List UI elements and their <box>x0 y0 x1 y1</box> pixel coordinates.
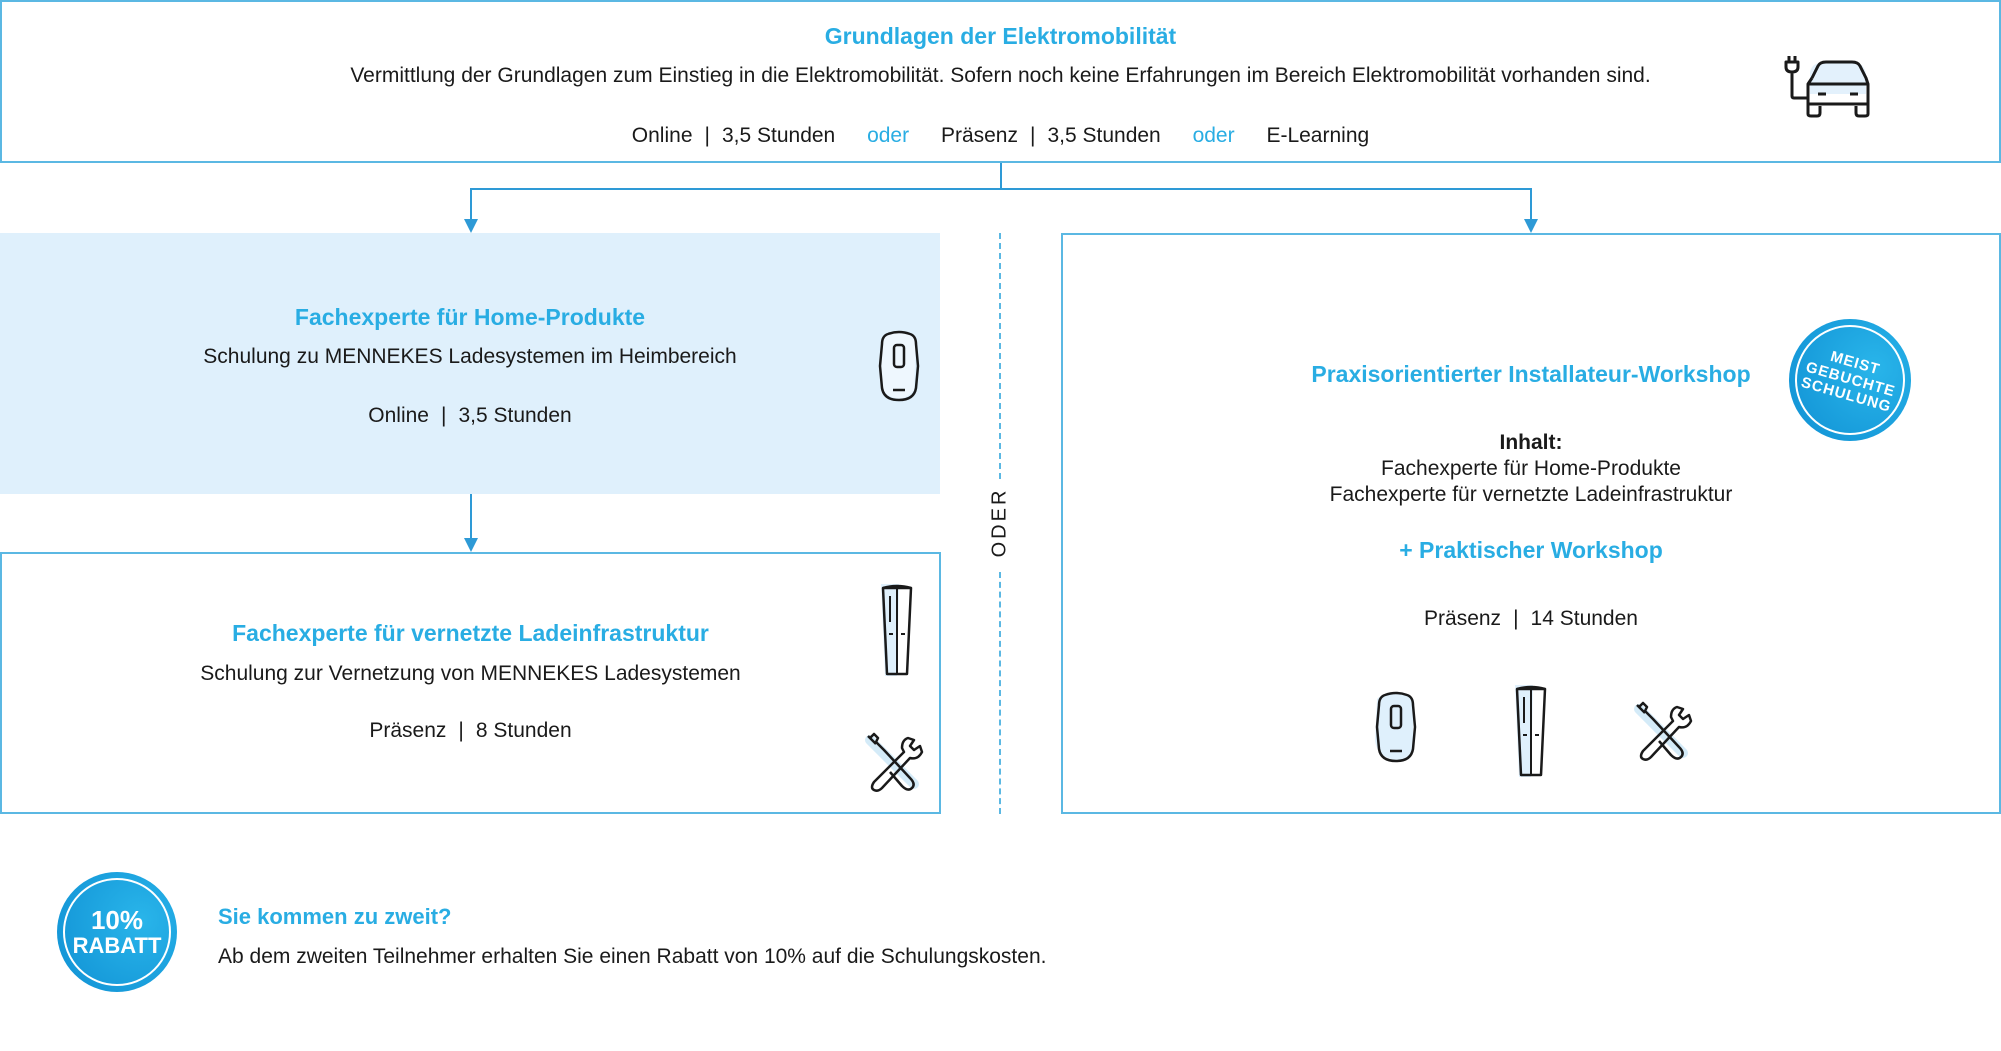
workshop-extra: + Praktischer Workshop <box>1399 537 1663 563</box>
workshop-content-item: Fachexperte für Home-Produkte <box>1381 457 1681 480</box>
electric-car-icon <box>1784 56 1870 118</box>
workshop-content-item: Fachexperte für vernetzte Ladeinfrastruk… <box>1329 483 1733 506</box>
home-products-description: Schulung zu MENNEKES Ladesystemen im Hei… <box>203 345 737 368</box>
format-mode: Präsenz <box>940 124 1018 147</box>
format-mode: Präsenz <box>1424 607 1502 630</box>
connector-line <box>1530 188 1532 220</box>
workshop-content-label: Inhalt: <box>1499 431 1563 454</box>
separator: | <box>458 719 464 742</box>
charging-column-icon <box>1515 685 1547 777</box>
separator: | <box>440 404 447 427</box>
format-mode: E-Learning <box>1266 124 1370 147</box>
workshop-format: Präsenz | 14 Stunden <box>1063 607 1999 631</box>
wallbox-icon <box>1375 691 1417 763</box>
badge-ring <box>1795 325 1905 435</box>
arrow-down-icon <box>464 219 478 233</box>
arrow-down-icon <box>1524 219 1538 233</box>
discount-title: Sie kommen zu zweit? <box>218 904 452 929</box>
connector-line <box>470 494 472 540</box>
format-duration: 3,5 Stunden <box>1047 124 1161 147</box>
connector-oder: oder <box>1192 124 1235 147</box>
format-duration: 14 Stunden <box>1530 607 1638 630</box>
format-mode: Online <box>631 124 693 147</box>
format-duration: 3,5 Stunden <box>458 404 572 427</box>
intro-course-title: Grundlagen der Elektromobilität <box>824 23 1177 49</box>
wallbox-icon <box>878 330 920 402</box>
divider-label-text: ODER <box>988 487 1011 557</box>
workshop-box: Praxisorientierter Installateur-Workshop… <box>1061 233 2001 814</box>
home-products-format: Online | 3,5 Stunden <box>0 404 940 428</box>
divider-dashed-line <box>999 233 1003 479</box>
network-infrastructure-description: Schulung zur Vernetzung von MENNEKES Lad… <box>200 662 741 685</box>
format-mode: Präsenz <box>369 719 447 742</box>
intro-course-description: Vermittlung der Grundlagen zum Einstieg … <box>350 64 1651 87</box>
network-infrastructure-title: Fachexperte für vernetzte Ladeinfrastruk… <box>232 620 709 646</box>
tools-icon <box>865 732 924 792</box>
badge-ring <box>63 878 171 986</box>
network-infrastructure-box: Fachexperte für vernetzte Ladeinfrastruk… <box>0 552 941 814</box>
divider-dashed-line <box>999 572 1003 814</box>
divider-label: ODER <box>985 482 1015 562</box>
home-products-box: Fachexperte für Home-Produkte Schulung z… <box>0 233 940 494</box>
most-booked-badge: MEIST GEBUCHTE SCHULUNG <box>1789 319 1911 441</box>
connector-line <box>470 188 1532 190</box>
discount-text: Ab dem zweiten Teilnehmer erhalten Sie e… <box>218 945 1047 968</box>
connector-line <box>470 188 472 220</box>
workshop-title: Praxisorientierter Installateur-Workshop <box>1311 361 1751 387</box>
tools-icon <box>1634 701 1693 761</box>
connector-line <box>1000 163 1002 189</box>
separator: | <box>1030 124 1036 147</box>
charging-column-icon <box>881 584 913 676</box>
separator: | <box>704 124 710 147</box>
intro-course-box: Grundlagen der Elektromobilität Vermittl… <box>0 0 2001 163</box>
intro-course-formats: Online | 3,5 Stunden oder Präsenz | 3,5 Stun… <box>2 124 1999 148</box>
format-mode: Online <box>368 404 429 427</box>
arrow-down-icon <box>464 538 478 552</box>
separator: | <box>1513 607 1519 630</box>
discount-badge: 10% RABATT <box>57 872 177 992</box>
format-duration: 3,5 Stunden <box>721 124 836 147</box>
home-products-title: Fachexperte für Home-Produkte <box>294 304 646 330</box>
format-duration: 8 Stunden <box>475 719 572 742</box>
connector-oder: oder <box>867 124 910 147</box>
network-infrastructure-format: Präsenz | 8 Stunden <box>2 719 939 743</box>
